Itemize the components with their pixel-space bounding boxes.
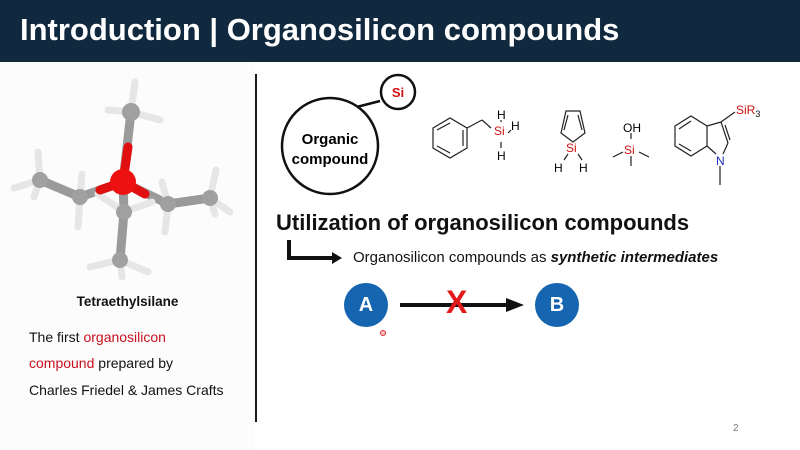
tetraethylsilane-3d-model	[10, 78, 234, 281]
reaction-arrow	[400, 298, 524, 312]
organosilicon-structures: Organic compound Si Si H H H Si H H OH S…	[280, 73, 760, 196]
slide-title: Introduction | Organosilicon compounds	[20, 12, 620, 47]
big-circle-line1: Organic	[302, 131, 359, 148]
desc-text: The first	[29, 329, 84, 345]
desc-highlight: organosilicon	[83, 329, 166, 345]
silole-h: H	[579, 161, 588, 175]
subtitle-plain: Organosilicon compounds as	[353, 249, 551, 266]
indole-n: N	[716, 154, 725, 168]
blocked-x-icon: X	[446, 284, 468, 320]
pointer-cursor-icon	[380, 330, 386, 336]
silanol-oh: OH	[623, 121, 641, 135]
benzylsilane-h: H	[511, 119, 520, 133]
si-label: Si	[392, 85, 404, 100]
indole-sir: SiR	[736, 103, 756, 117]
big-circle-line2: compound	[292, 151, 369, 168]
node-b: B	[535, 283, 579, 327]
silanol-si: Si	[624, 143, 635, 157]
section-heading: Utilization of organosilicon compounds	[276, 210, 690, 235]
benzylsilane-si: Si	[494, 124, 505, 138]
silole-si: Si	[566, 141, 577, 155]
subtitle-emphasis: synthetic intermediates	[550, 249, 719, 266]
description-line-2: compound prepared by	[29, 355, 173, 371]
desc-highlight: compound	[29, 355, 95, 371]
benzylsilane-h: H	[497, 108, 506, 122]
slide-header: Introduction | Organosilicon compounds	[0, 0, 800, 62]
indole-subscript: 3	[755, 109, 760, 119]
organic-compound-circle	[280, 96, 380, 196]
description-line-1: The first organosilicon	[29, 329, 166, 345]
subtitle-text: Organosilicon compounds as synthetic int…	[353, 249, 718, 266]
vertical-divider	[255, 74, 257, 422]
desc-text: prepared by	[94, 355, 173, 371]
indole-sir3: SiR3	[736, 103, 760, 119]
elbow-arrow-icon	[287, 240, 342, 264]
description-line-3: Charles Friedel & James Crafts	[29, 382, 224, 398]
si-circle	[379, 73, 417, 111]
molecule-name: Tetraethylsilane	[76, 294, 179, 309]
silole-h: H	[554, 161, 563, 175]
page-number: 2	[733, 423, 739, 434]
node-a: A	[344, 283, 388, 327]
benzylsilane-h: H	[497, 149, 506, 163]
